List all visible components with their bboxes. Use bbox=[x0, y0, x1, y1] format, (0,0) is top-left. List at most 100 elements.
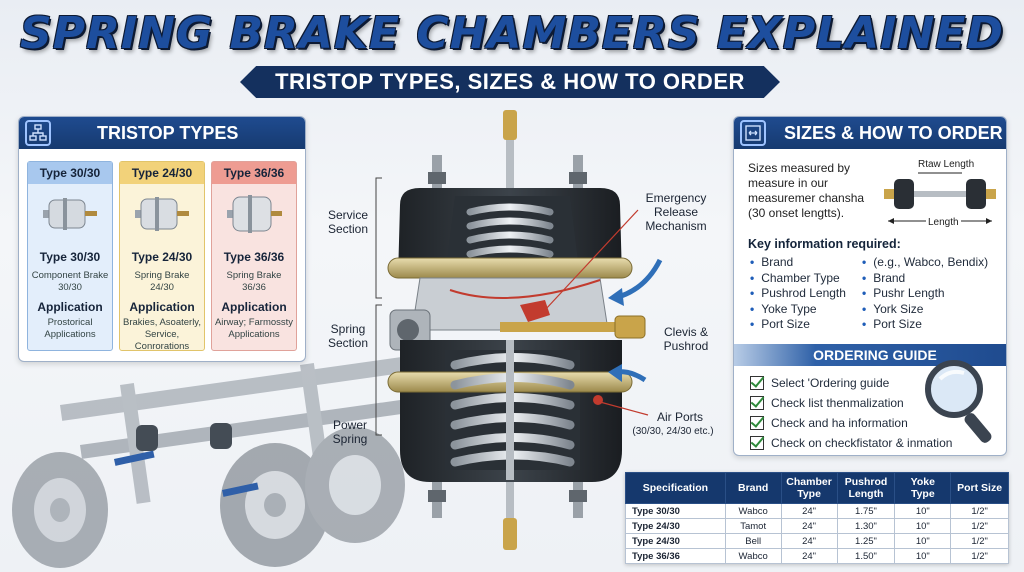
type-card-24-30: Type 24/30 Type 24/30 Spring Brake 24/30… bbox=[119, 161, 205, 352]
table-cell: Type 36/36 bbox=[625, 548, 726, 564]
list-item: Brand bbox=[862, 271, 988, 287]
fig-top-label: Rtaw Length bbox=[918, 159, 975, 170]
tristop-types-header: TRISTOP TYPES bbox=[19, 117, 305, 149]
ordering-steps: Select 'Ordering guide Check list thenma… bbox=[750, 373, 952, 453]
sizes-description: Sizes measured by measure in our measure… bbox=[748, 161, 865, 220]
brake-chamber-image bbox=[212, 184, 296, 244]
table-cell: 1.25" bbox=[836, 533, 896, 549]
col-header: Yoke Type bbox=[894, 472, 952, 504]
table-cell: 1/2" bbox=[950, 548, 1009, 564]
label-clevis-pushrod: Clevis & Pushrod bbox=[663, 325, 709, 353]
list-item: Select 'Ordering guide bbox=[750, 373, 952, 393]
step-text: Check and ha information bbox=[771, 416, 908, 430]
list-item: Check list thenmalization bbox=[750, 393, 952, 413]
list-item: Yoke Type bbox=[750, 302, 846, 318]
list-item: Brand bbox=[750, 255, 846, 271]
list-item: Port Size bbox=[750, 317, 846, 333]
table-cell: 1/2" bbox=[950, 533, 1009, 549]
table-cell: 1.75" bbox=[836, 503, 896, 519]
table-cell: 1/2" bbox=[950, 518, 1009, 534]
table-cell: Wabco bbox=[724, 503, 782, 519]
key-info-list-left: Brand Chamber Type Pushrod Length Yoke T… bbox=[750, 255, 846, 333]
label-service-section: Service Section bbox=[327, 208, 369, 236]
type-card-label: Type 24/30 bbox=[131, 250, 193, 264]
label-air-ports-sub: (30/30, 24/30 etc.) bbox=[632, 426, 714, 437]
step-text: Check list thenmalization bbox=[771, 396, 904, 410]
table-cell: 10" bbox=[894, 503, 952, 519]
type-card-app-title: Application bbox=[129, 300, 195, 314]
list-item: York Size bbox=[862, 302, 988, 318]
sizes-order-panel: SIZES & HOW TO ORDER Sizes measured by m… bbox=[733, 116, 1007, 456]
table-cell: 24" bbox=[780, 518, 838, 534]
list-item: (e.g., Wabco, Bendix) bbox=[862, 255, 988, 271]
table-cell: 10" bbox=[894, 518, 952, 534]
label-power-spring: Power Spring bbox=[332, 418, 368, 446]
table-cell: Wabco bbox=[724, 548, 782, 564]
label-spring-section: Spring Section bbox=[327, 322, 369, 350]
type-card-app-desc: Prostorical Applications bbox=[44, 317, 96, 340]
fig-bottom-label: Length bbox=[926, 217, 961, 228]
table-cell: 24" bbox=[780, 548, 838, 564]
type-card-header: Type 30/30 bbox=[28, 162, 112, 184]
tristop-types-title: TRISTOP TYPES bbox=[97, 122, 239, 143]
table-row: Type 24/30 Tamot 24" 1.30" 10" 1/2" bbox=[625, 518, 1009, 534]
type-card-label: Type 36/36 bbox=[223, 250, 285, 264]
table-cell: 1/2" bbox=[950, 503, 1009, 519]
type-card-app-desc: Airway; Farmossty Applications bbox=[214, 317, 294, 340]
magnifying-glass-icon bbox=[925, 360, 992, 443]
type-card-30-30: Type 30/30 Type 30/30 Component Brake 30… bbox=[27, 161, 113, 351]
key-info-title: Key information required: bbox=[748, 237, 901, 251]
list-item: Pushr Length bbox=[862, 286, 988, 302]
subtitle-text: TRISTOP TYPES, SIZES & HOW TO ORDER bbox=[275, 69, 745, 94]
list-item: Check and ha information bbox=[750, 413, 952, 433]
list-item: Pushrod Length bbox=[750, 286, 846, 302]
table-cell: 24" bbox=[780, 533, 838, 549]
sizes-order-title: SIZES & HOW TO ORDER bbox=[784, 122, 1003, 143]
checkbox-checked-icon bbox=[750, 376, 764, 390]
table-cell: 10" bbox=[894, 533, 952, 549]
table-row: Type 24/30 Bell 24" 1.25" 10" 1/2" bbox=[625, 533, 1009, 549]
step-text: Select 'Ordering guide bbox=[771, 376, 890, 390]
brake-chamber-image bbox=[28, 184, 112, 244]
list-item: Chamber Type bbox=[750, 271, 846, 287]
brake-chamber-image bbox=[120, 184, 204, 244]
type-card-desc: Spring Brake 36/36 bbox=[226, 270, 282, 293]
table-cell: Type 30/30 bbox=[625, 503, 726, 519]
step-text: Check on checkfistator & inmation bbox=[771, 436, 953, 450]
table-row: Type 36/36 Wabco 24" 1.50" 10" 1/2" bbox=[625, 548, 1009, 564]
type-card-desc: Component Brake 30/30 bbox=[31, 270, 109, 293]
type-card-36-36: Type 36/36 Type 36/36 Spring Brake 36/36… bbox=[211, 161, 297, 351]
truck-chassis-illustration bbox=[12, 352, 430, 568]
col-header: Pushrod Length bbox=[836, 472, 896, 504]
table-cell: 1.50" bbox=[836, 548, 896, 564]
label-air-ports: Air Ports bbox=[656, 410, 703, 424]
subtitle-banner: TRISTOP TYPES, SIZES & HOW TO ORDER bbox=[240, 66, 780, 98]
list-item: Port Size bbox=[862, 317, 988, 333]
flowchart-icon bbox=[25, 120, 51, 146]
spec-table: Specification Brand Chamber Type Pushrod… bbox=[625, 472, 1009, 564]
page-title: SPRING BRAKE CHAMBERS EXPLAINED bbox=[20, 8, 1004, 59]
table-cell: Tamot bbox=[724, 518, 782, 534]
col-header: Chamber Type bbox=[780, 472, 838, 504]
type-card-label: Type 30/30 bbox=[39, 250, 101, 264]
table-cell: Bell bbox=[724, 533, 782, 549]
tristop-types-panel: TRISTOP TYPES Type 30/30 Type 30/30 Comp… bbox=[18, 116, 306, 362]
measure-icon bbox=[740, 120, 766, 146]
table-cell: 24" bbox=[780, 503, 838, 519]
type-card-app-title: Application bbox=[37, 300, 103, 314]
type-card-header: Type 24/30 bbox=[120, 162, 204, 184]
ordering-guide-banner: ORDERING GUIDE bbox=[734, 344, 1006, 366]
key-info-list-right: (e.g., Wabco, Bendix) Brand Pushr Length… bbox=[862, 255, 988, 333]
col-header: Brand bbox=[724, 472, 782, 504]
col-header: Port Size bbox=[950, 472, 1009, 504]
label-emergency-release: Emergency Release Mechanism bbox=[645, 191, 707, 233]
checkbox-checked-icon bbox=[750, 436, 764, 450]
list-item: Check on checkfistator & inmation bbox=[750, 433, 952, 453]
table-cell: Type 24/30 bbox=[625, 533, 726, 549]
col-header: Specification bbox=[625, 472, 726, 504]
table-cell: 1.30" bbox=[836, 518, 896, 534]
brake-chamber-cutaway-diagram bbox=[375, 110, 663, 550]
ordering-guide-title: ORDERING GUIDE bbox=[813, 347, 937, 363]
table-header-row: Specification Brand Chamber Type Pushrod… bbox=[625, 472, 1009, 504]
checkbox-checked-icon bbox=[750, 396, 764, 410]
